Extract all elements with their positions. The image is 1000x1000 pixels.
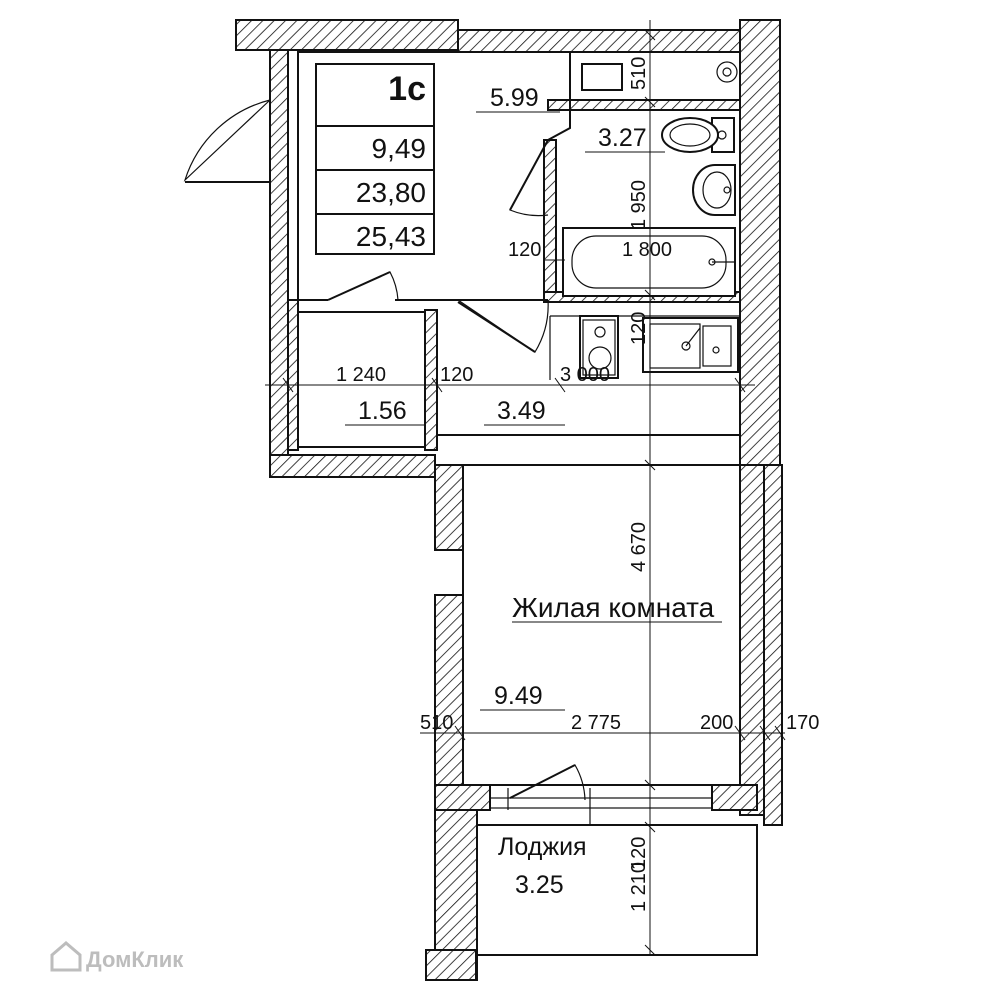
dim-2775: 2 775 (571, 712, 621, 734)
walls (235, 19, 783, 981)
dimension-labels: 510 1 950 120 1 800 120 1 240 120 3 000 … (336, 57, 819, 912)
dim-120-kitchen: 120 (628, 312, 650, 345)
room-outlines (297, 20, 758, 956)
living-room-area: 9.49 (494, 682, 543, 710)
dim-1240: 1 240 (336, 364, 386, 386)
bathtub-icon (562, 227, 736, 297)
washbasin-icon (692, 164, 736, 216)
living-area-value: 9,49 (372, 133, 427, 164)
storage-area: 1.56 (358, 397, 407, 425)
dim-3000: 3 000 (560, 364, 610, 386)
loggia-name: Лоджия (498, 833, 587, 861)
apartment-type-label: 1с (388, 70, 426, 108)
watermark: ДомКлик (50, 941, 184, 972)
doors (183, 99, 713, 825)
dim-1950: 1 950 (628, 180, 650, 230)
dim-200: 200 (700, 712, 733, 734)
dim-510-left: 510 (420, 712, 453, 734)
house-logo-icon (50, 941, 82, 972)
loggia-area: 3.25 (515, 871, 564, 899)
dim-1800: 1 800 (622, 239, 672, 261)
dim-120-loggia: 120 (628, 837, 650, 870)
dimension-lines (265, 20, 786, 956)
toilet-icon (661, 117, 735, 153)
dim-120-mid: 120 (440, 364, 473, 386)
bathroom-area: 3.27 (598, 124, 647, 152)
kitchen-zone-area: 3.49 (497, 397, 546, 425)
room-labels: 5.99 3.27 1.56 3.49 Жилая комната 9.49 Л… (358, 84, 715, 899)
dim-4670: 4 670 (628, 522, 650, 572)
total-area-value: 25,43 (356, 221, 426, 252)
stove-icon (579, 315, 619, 379)
hallway-area: 5.99 (490, 84, 539, 112)
dim-510-top: 510 (628, 57, 650, 90)
fixtures (549, 61, 740, 380)
dim-120-bath: 120 (508, 239, 541, 261)
dim-170: 170 (786, 712, 819, 734)
info-box: 1с 9,49 23,80 25,43 (315, 63, 435, 255)
watermark-text: ДомКлик (86, 947, 184, 972)
living-room-name: Жилая комната (512, 592, 715, 623)
kitchen-sink-icon (642, 317, 739, 373)
area-without-loggia-value: 23,80 (356, 177, 426, 208)
dim-1210: 1 210 (628, 862, 650, 912)
